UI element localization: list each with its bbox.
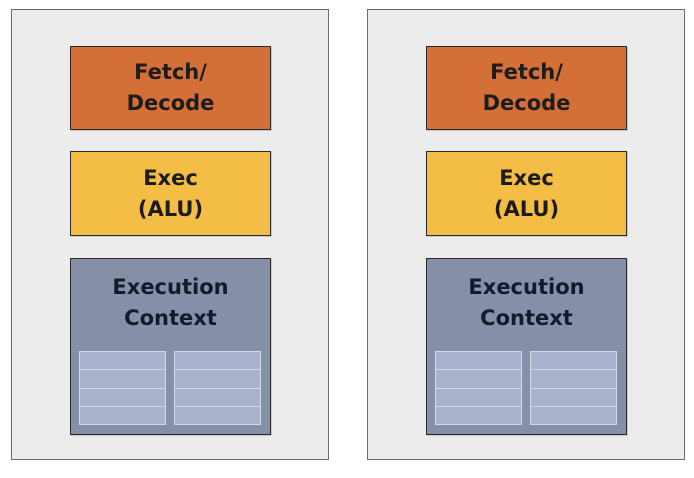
register-slot — [531, 406, 616, 424]
register-slot — [175, 352, 260, 371]
execution-context-block: Execution Context — [70, 258, 271, 435]
register-slot — [80, 406, 165, 424]
fetch-decode-label-line2: Decode — [482, 91, 571, 115]
register-file — [79, 351, 261, 425]
fetch-decode-label-line1: Fetch/ — [490, 60, 563, 84]
register-slot — [175, 406, 260, 424]
register-slot — [436, 370, 521, 389]
execution-context-label-line1: Execution — [468, 275, 585, 299]
register-slot — [80, 388, 165, 407]
register-slot — [80, 370, 165, 389]
register-file — [435, 351, 617, 425]
register-slot — [436, 388, 521, 407]
exec-alu-label-line1: Exec — [499, 165, 554, 190]
register-column — [79, 351, 166, 425]
register-column — [435, 351, 522, 425]
register-slot — [436, 406, 521, 424]
fetch-decode-label-line1: Fetch/ — [134, 60, 207, 84]
register-slot — [436, 352, 521, 371]
fetch-decode-block: Fetch/ Decode — [70, 46, 271, 130]
exec-alu-label-line2: (ALU) — [137, 196, 204, 221]
fetch-decode-block: Fetch/ Decode — [426, 46, 627, 130]
fetch-decode-label-line2: Decode — [126, 91, 215, 115]
execution-context-block: Execution Context — [426, 258, 627, 435]
register-slot — [531, 370, 616, 389]
exec-alu-block: Exec (ALU) — [70, 151, 271, 236]
register-slot — [80, 352, 165, 371]
register-column — [530, 351, 617, 425]
exec-alu-label-line1: Exec — [143, 165, 198, 190]
execution-context-label-line1: Execution — [112, 275, 229, 299]
register-slot — [175, 388, 260, 407]
register-column — [174, 351, 261, 425]
register-slot — [175, 370, 260, 389]
core-right: Fetch/ Decode Exec (ALU) Execution Conte… — [367, 9, 685, 460]
execution-context-label-line2: Context — [124, 306, 217, 330]
core-left: Fetch/ Decode Exec (ALU) Execution Conte… — [11, 9, 329, 460]
execution-context-label-line2: Context — [480, 306, 573, 330]
register-slot — [531, 388, 616, 407]
exec-alu-block: Exec (ALU) — [426, 151, 627, 236]
exec-alu-label-line2: (ALU) — [493, 196, 560, 221]
register-slot — [531, 352, 616, 371]
